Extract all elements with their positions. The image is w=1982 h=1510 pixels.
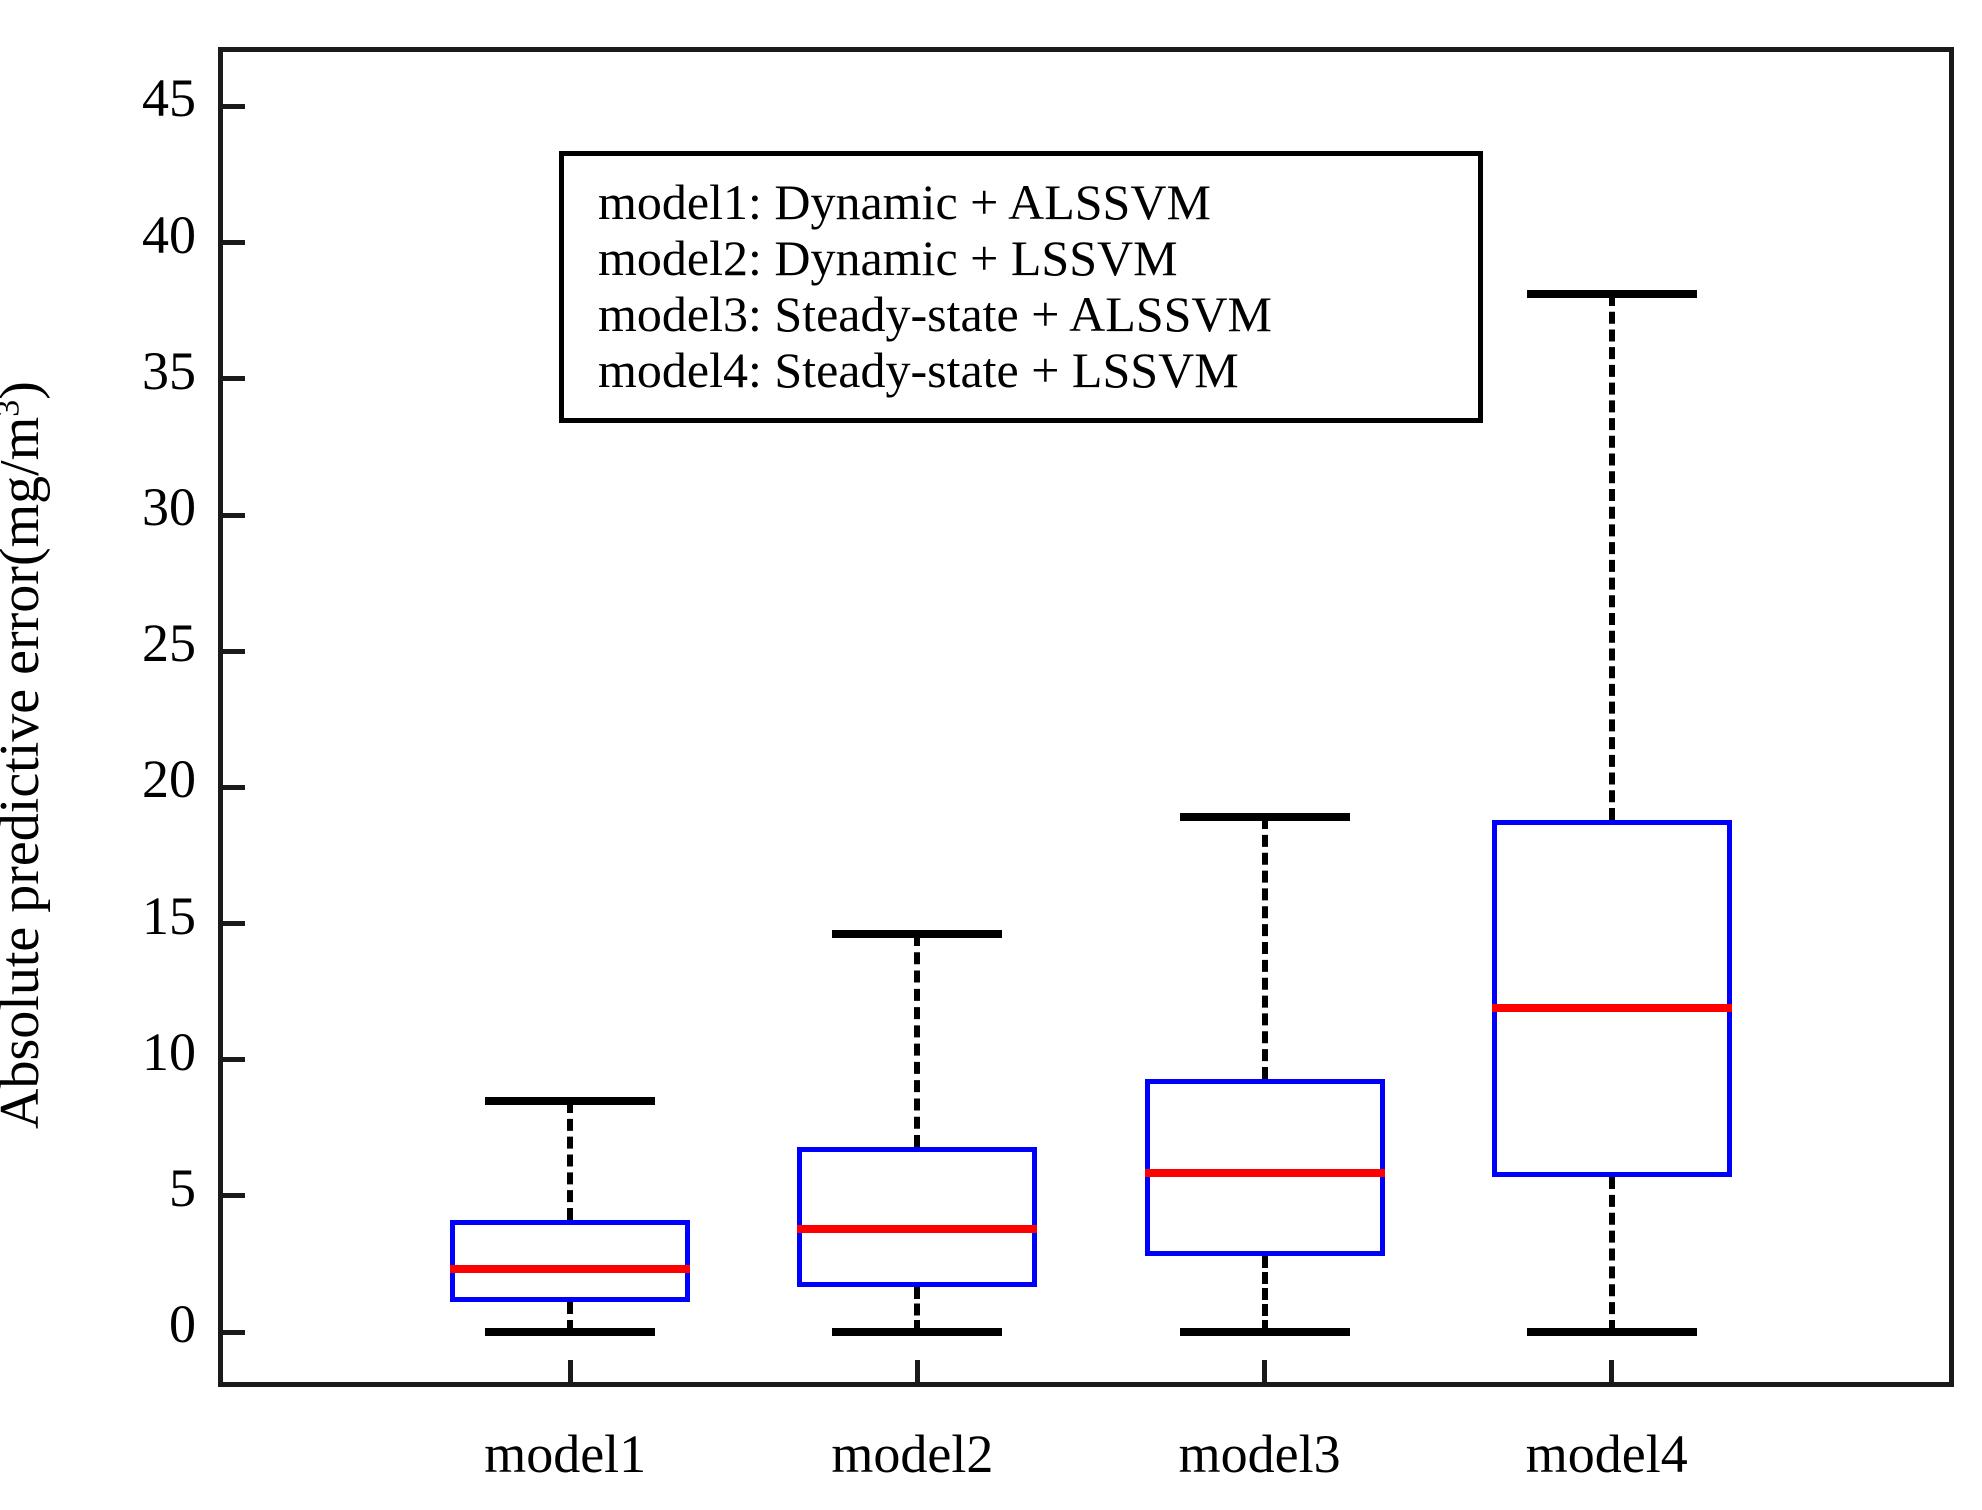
x-axis-tick-mark — [1609, 1360, 1615, 1382]
x-axis-tick-label-model1: model1 — [484, 1424, 647, 1484]
whisker-cap-lower — [1526, 1328, 1697, 1337]
y-axis-tick-mark — [223, 376, 245, 382]
y-axis-tick-label: 5 — [169, 1157, 196, 1218]
y-axis-tick-label: 15 — [142, 885, 196, 946]
y-axis-tick-mark — [223, 648, 245, 654]
whisker-cap-lower — [832, 1328, 1003, 1337]
x-axis-tick-label-model3: model3 — [1178, 1424, 1341, 1484]
box-plot-model3 — [223, 52, 1949, 1382]
y-axis-tick-label: 0 — [169, 1294, 196, 1355]
y-axis-title-exponent: 3 — [0, 400, 26, 417]
whisker-cap-upper — [1526, 290, 1697, 299]
x-axis-tick-mark — [567, 1360, 573, 1382]
x-axis-tick-label-model2: model2 — [831, 1424, 994, 1484]
y-axis-tick-mark — [223, 784, 245, 790]
box-plot-model4 — [223, 52, 1949, 1382]
y-axis-tick-label: 25 — [142, 613, 196, 674]
whisker-lower — [914, 1287, 921, 1333]
legend-entry-4: model4: Steady-state + LSSVM — [598, 342, 1239, 398]
box-iqr — [1144, 1078, 1385, 1256]
x-axis-tick-mark — [1262, 1360, 1268, 1382]
y-axis-tick-mark — [223, 921, 245, 927]
whisker-lower — [567, 1302, 574, 1333]
y-axis-tick-mark — [223, 103, 245, 109]
y-axis-tick-label: 40 — [142, 204, 196, 265]
whisker-upper — [1261, 817, 1268, 1079]
y-axis-tick-label: 10 — [142, 1021, 196, 1082]
legend-entry-1: model1: Dynamic + ALSSVM — [598, 174, 1211, 230]
box-iqr — [1491, 820, 1732, 1177]
y-axis-tick-label: 30 — [142, 477, 196, 537]
box-plot-model1 — [223, 52, 1949, 1382]
median-line — [1491, 1003, 1732, 1012]
legend-entry-2: model2: Dynamic + LSSVM — [598, 230, 1178, 286]
median-line — [450, 1265, 691, 1274]
y-axis-tick-label: 20 — [142, 749, 196, 810]
whisker-cap-lower — [485, 1328, 656, 1337]
x-axis-tick-mark — [914, 1360, 920, 1382]
y-axis-tick-mark — [223, 240, 245, 246]
whisker-cap-upper — [485, 1096, 656, 1105]
y-axis-title-container: Absolute predictive error(mg/m3) — [0, 0, 120, 1510]
whisker-lower — [1608, 1176, 1615, 1333]
median-line — [797, 1224, 1038, 1233]
box-iqr — [797, 1146, 1038, 1288]
y-axis-tick-label: 45 — [142, 68, 196, 129]
y-axis-tick-label: 35 — [142, 340, 196, 401]
whisker-upper — [1608, 294, 1615, 821]
y-axis-tick-mark — [223, 512, 245, 518]
legend-entry-3: model3: Steady-state + ALSSVM — [598, 286, 1272, 342]
whisker-upper — [914, 934, 921, 1147]
whisker-cap-upper — [832, 930, 1003, 939]
y-axis-tick-mark — [223, 1193, 245, 1199]
whisker-upper — [567, 1100, 574, 1221]
y-axis-title-tail: ) — [0, 381, 51, 400]
box-iqr — [450, 1220, 691, 1303]
y-axis-tick-mark — [223, 1057, 245, 1063]
x-axis-tick-label-model4: model4 — [1525, 1424, 1688, 1484]
whisker-cap-lower — [1179, 1328, 1350, 1337]
y-axis-title: Absolute predictive error(mg/m3) — [0, 381, 52, 1129]
whisker-cap-upper — [1179, 813, 1350, 822]
whisker-lower — [1261, 1255, 1268, 1333]
y-axis-tick-mark — [223, 1329, 245, 1335]
box-plot-model2 — [223, 52, 1949, 1382]
median-line — [1144, 1168, 1385, 1177]
y-axis-title-text: Absolute predictive error(mg/m — [0, 416, 51, 1129]
